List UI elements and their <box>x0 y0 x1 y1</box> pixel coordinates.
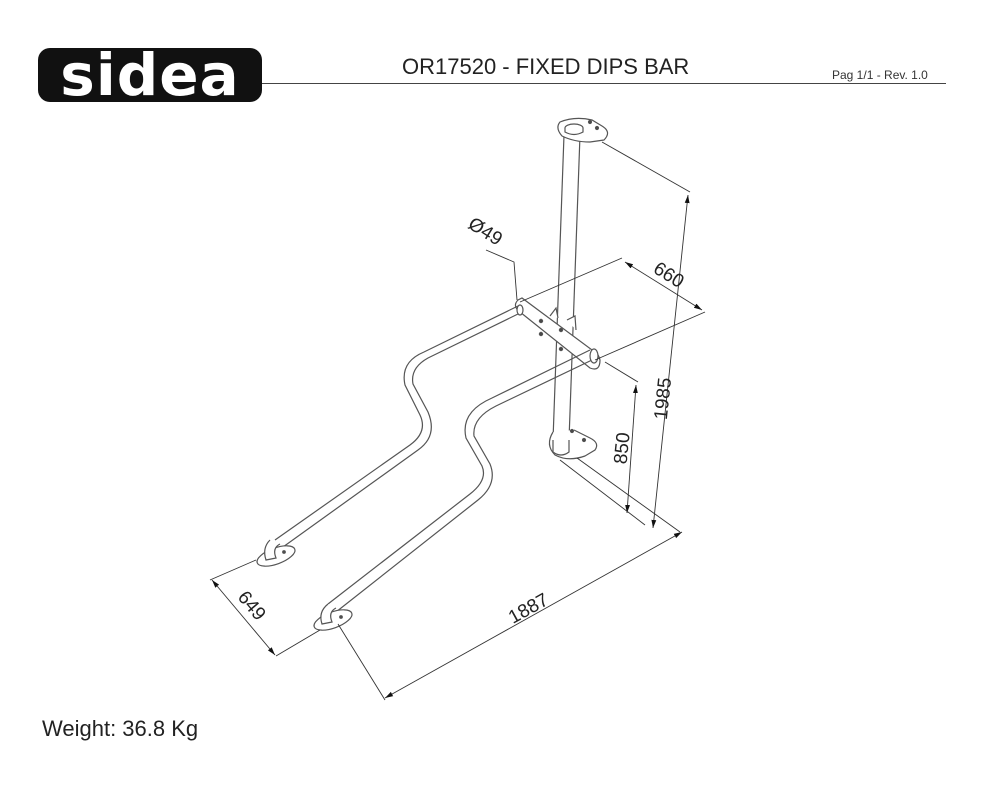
page-revision-info: Pag 1/1 - Rev. 1.0 <box>832 68 928 82</box>
diameter-leader <box>485 249 518 301</box>
product-weight: Weight: 36.8 Kg <box>42 716 199 741</box>
dim-649 <box>211 579 276 656</box>
dim-850 <box>625 384 638 514</box>
logo-text: sidea <box>60 41 240 109</box>
dim-text-diameter: Ø49 <box>464 214 506 251</box>
right-dip-bar <box>313 348 599 631</box>
header-divider <box>262 83 946 84</box>
dim-1887 <box>384 531 683 699</box>
drawing-title: OR17520 - FIXED DIPS BAR <box>402 54 690 79</box>
dim-1985 <box>651 194 690 529</box>
dim-text-1887: 1887 <box>505 590 552 629</box>
vertical-post <box>548 117 609 460</box>
dim-text-660: 660 <box>649 258 687 293</box>
dim-text-1985: 1985 <box>651 377 676 421</box>
dim-text-850: 850 <box>611 431 635 465</box>
dimension-lines <box>209 141 706 701</box>
sidea-logo: sidea <box>38 42 262 108</box>
dim-text-649: 649 <box>233 587 269 625</box>
left-dip-bar <box>256 304 524 567</box>
